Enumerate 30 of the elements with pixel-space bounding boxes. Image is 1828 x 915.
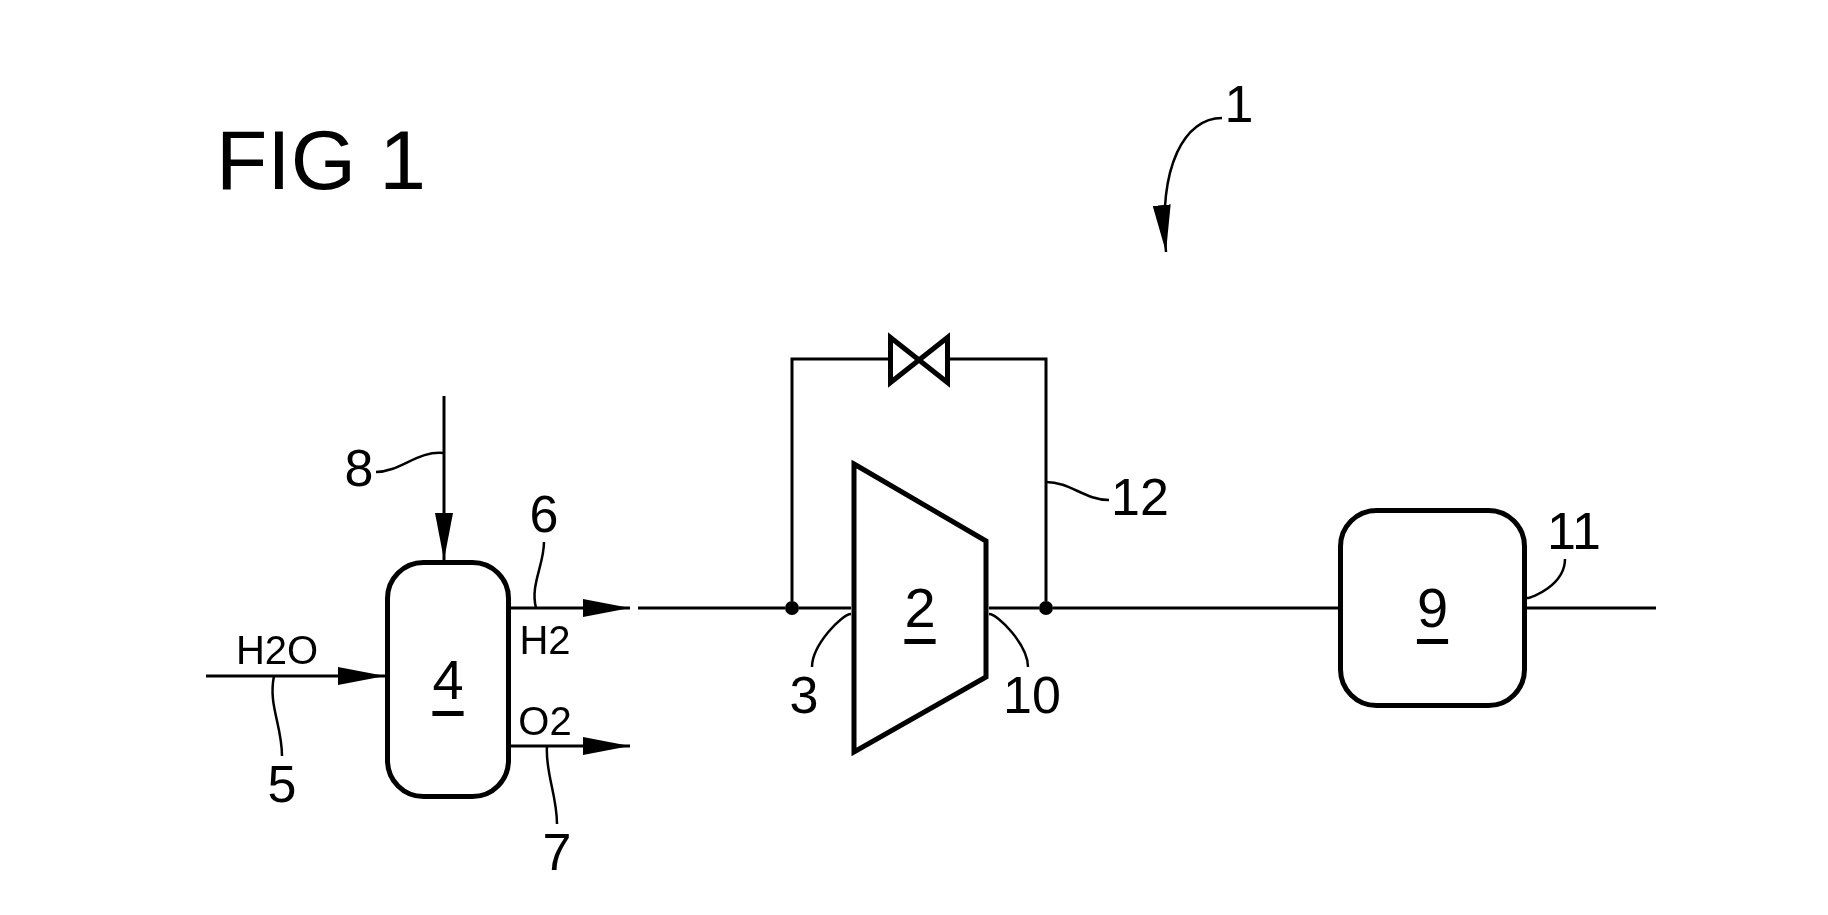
callout-number: 3: [789, 669, 819, 721]
leader-line: [988, 612, 1030, 668]
flow-arrow: [511, 599, 630, 617]
leader-line: [1045, 480, 1110, 502]
callout-number: 8: [344, 442, 374, 494]
callout-number: 12: [1111, 471, 1169, 523]
leader-line: [1526, 558, 1567, 600]
leader-arrow: [1154, 116, 1223, 253]
callout-number: 5: [267, 758, 297, 810]
pipe-line: [799, 606, 851, 610]
flow-arrow: [511, 737, 630, 755]
pipe-line: [1053, 606, 1338, 610]
callout-number: 1: [1224, 78, 1254, 130]
callout-number: 10: [1003, 669, 1061, 721]
figure-title: FIG 1: [216, 118, 427, 202]
bypass-line: [950, 357, 1048, 601]
flow-arrow: [206, 667, 385, 685]
callout-number: 11: [1547, 505, 1601, 557]
pipe-line: [1527, 606, 1656, 610]
flow-arrow: [435, 396, 453, 560]
pipe-line: [638, 606, 785, 610]
callout-number: 6: [529, 488, 559, 540]
leader-line: [545, 745, 559, 825]
leader-line: [810, 612, 852, 668]
leader-line: [533, 541, 546, 609]
callout-number: 7: [542, 826, 572, 878]
leader-line: [375, 451, 445, 474]
leader-line: [271, 675, 284, 757]
bypass-line: [790, 357, 888, 601]
pipe-line: [989, 606, 1039, 610]
